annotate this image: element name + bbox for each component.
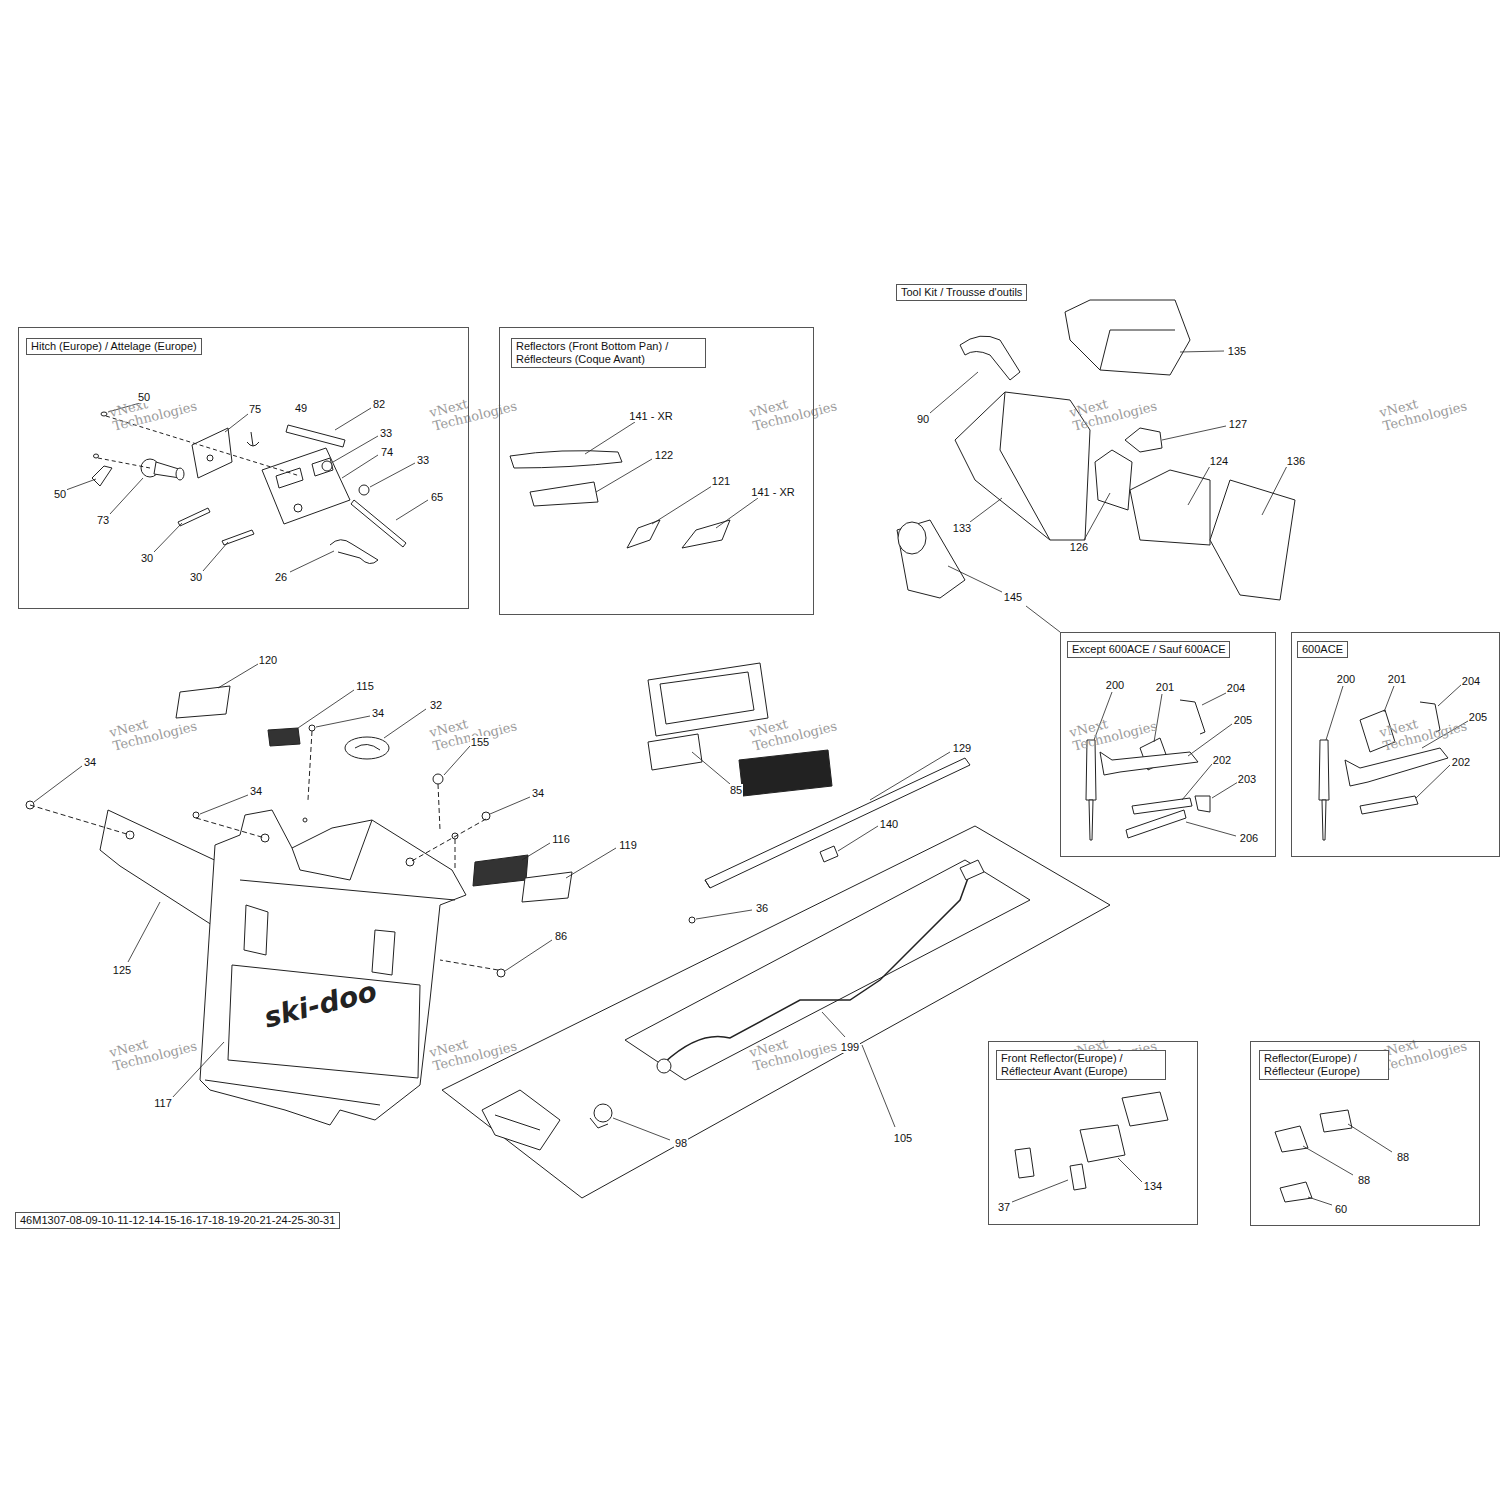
callout-number: 90 <box>916 413 930 425</box>
group-heading: Reflectors (Front Bottom Pan) / Réflecte… <box>511 338 706 368</box>
callout-number: 60 <box>1334 1203 1348 1215</box>
callout-number: 201 <box>1155 681 1175 693</box>
callout-number: 204 <box>1226 682 1246 694</box>
callout-number: 34 <box>371 707 385 719</box>
callout-number: 75 <box>248 403 262 415</box>
group-frame: Except 600ACE / Sauf 600ACE <box>1060 632 1276 857</box>
callout-number: 116 <box>551 833 571 845</box>
callout-number: 145 <box>1003 591 1023 603</box>
callout-number: 36 <box>755 902 769 914</box>
callout-number: 85 <box>729 784 743 796</box>
callout-number: 122 <box>654 449 674 461</box>
group-frame: Reflectors (Front Bottom Pan) / Réflecte… <box>499 327 814 615</box>
callout-number: 135 <box>1227 345 1247 357</box>
callout-number: 73 <box>96 514 110 526</box>
callout-number: 155 <box>470 736 490 748</box>
callout-number: 34 <box>249 785 263 797</box>
callout-number: 129 <box>952 742 972 754</box>
watermark: vNext Technologies <box>428 1023 532 1074</box>
callout-number: 50 <box>137 391 151 403</box>
watermark: vNext Technologies <box>748 1023 852 1074</box>
callout-number: 30 <box>189 571 203 583</box>
callout-number: 199 <box>840 1041 860 1053</box>
watermark: vNext Technologies <box>108 1023 212 1074</box>
group-heading: Hitch (Europe) / Attelage (Europe) <box>26 338 202 355</box>
callout-number: 136 <box>1286 455 1306 467</box>
group-frame: Front Reflector(Europe) / Réflecteur Ava… <box>988 1041 1198 1225</box>
callout-number: 202 <box>1451 756 1471 768</box>
callout-number: 204 <box>1461 675 1481 687</box>
callout-number: 121 <box>711 475 731 487</box>
watermark: vNext Technologies <box>1378 1023 1482 1074</box>
callout-number: 49 <box>294 402 308 414</box>
watermark: vNext Technologies <box>1068 383 1172 434</box>
callout-number: 30 <box>140 552 154 564</box>
watermark: vNext Technologies <box>1378 703 1482 754</box>
callout-number: 120 <box>258 654 278 666</box>
callout-number: 26 <box>274 571 288 583</box>
group-frame: 600ACE <box>1291 632 1500 857</box>
callout-number: 117 <box>153 1097 173 1109</box>
box-text: Tool Kit / Trousse d'outils <box>901 286 1022 298</box>
label-box: 46M1307-08-09-10-11-12-14-15-16-17-18-19… <box>15 1212 340 1229</box>
group-frame: Reflector(Europe) / Réflecteur (Europe) <box>1250 1041 1480 1226</box>
callout-number: 125 <box>112 964 132 976</box>
callout-number: 88 <box>1357 1174 1371 1186</box>
callout-number: 33 <box>379 427 393 439</box>
callout-number: 124 <box>1209 455 1229 467</box>
callout-number: 141 - XR <box>628 410 673 422</box>
callout-number: 127 <box>1228 418 1248 430</box>
watermark: vNext Technologies <box>108 383 212 434</box>
callout-number: 202 <box>1212 754 1232 766</box>
callout-number: 134 <box>1143 1180 1163 1192</box>
callout-number: 133 <box>952 522 972 534</box>
callout-number: 105 <box>893 1132 913 1144</box>
callout-number: 82 <box>372 398 386 410</box>
callout-number: 65 <box>430 491 444 503</box>
label-box: Tool Kit / Trousse d'outils <box>896 284 1027 301</box>
callout-number: 119 <box>618 839 638 851</box>
group-heading: Reflector(Europe) / Réflecteur (Europe) <box>1259 1050 1389 1080</box>
callout-number: 98 <box>674 1137 688 1149</box>
watermark: vNext Technologies <box>428 383 532 434</box>
callout-number: 126 <box>1069 541 1089 553</box>
group-heading: Front Reflector(Europe) / Réflecteur Ava… <box>996 1050 1166 1080</box>
callout-number: 205 <box>1233 714 1253 726</box>
callout-number: 115 <box>355 680 375 692</box>
watermark: vNext Technologies <box>108 703 212 754</box>
group-heading: Except 600ACE / Sauf 600ACE <box>1067 641 1230 658</box>
callout-number: 200 <box>1336 673 1356 685</box>
group-frame: Hitch (Europe) / Attelage (Europe) <box>18 327 469 609</box>
watermark: vNext Technologies <box>1378 383 1482 434</box>
callout-number: 141 - XR <box>750 486 795 498</box>
callout-number: 34 <box>83 756 97 768</box>
watermark: vNext Technologies <box>748 383 852 434</box>
box-text: 46M1307-08-09-10-11-12-14-15-16-17-18-19… <box>20 1214 335 1226</box>
callout-number: 203 <box>1237 773 1257 785</box>
callout-number: 206 <box>1239 832 1259 844</box>
callout-number: 86 <box>554 930 568 942</box>
callout-number: 34 <box>531 787 545 799</box>
callout-number: 200 <box>1105 679 1125 691</box>
group-heading: 600ACE <box>1297 641 1348 658</box>
callout-number: 88 <box>1396 1151 1410 1163</box>
callout-number: 33 <box>416 454 430 466</box>
callout-number: 50 <box>53 488 67 500</box>
callout-number: 74 <box>380 446 394 458</box>
callout-number: 37 <box>997 1201 1011 1213</box>
callout-number: 201 <box>1387 673 1407 685</box>
callout-number: 32 <box>429 699 443 711</box>
callout-number: 140 <box>879 818 899 830</box>
callout-number: 205 <box>1468 711 1488 723</box>
